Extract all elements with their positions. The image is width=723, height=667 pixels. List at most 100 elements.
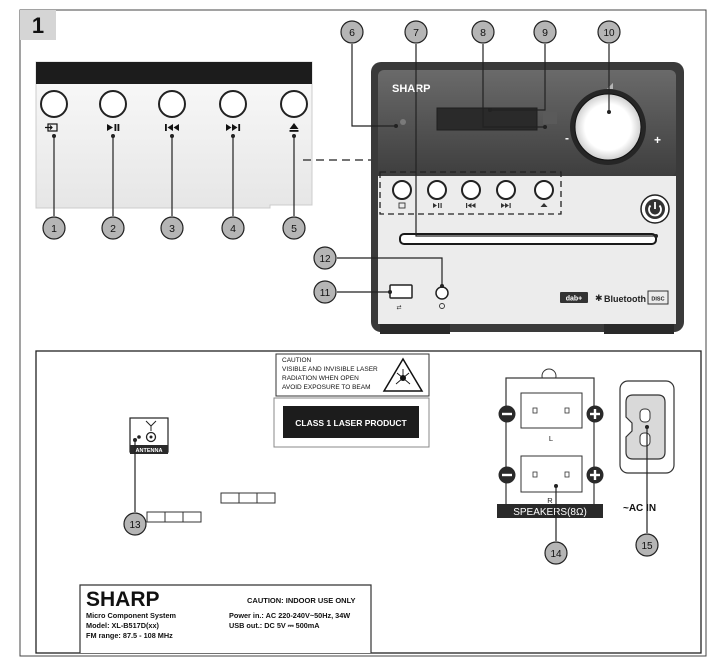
svg-text:1: 1 <box>51 223 57 235</box>
caution-line-3: RADIATION WHEN OPEN <box>282 375 359 382</box>
unit-display <box>436 107 538 131</box>
callout-10: 10 <box>597 20 621 44</box>
rating-line-3: FM range: 87.5 - 108 MHz <box>86 631 173 640</box>
front-next-button[interactable] <box>496 180 516 208</box>
svg-text:13: 13 <box>129 520 141 531</box>
svg-text:14: 14 <box>550 549 562 560</box>
headphone-icon <box>439 303 445 309</box>
inset-eject-button[interactable] <box>280 90 308 132</box>
callout-15: 15 <box>635 533 659 557</box>
caution-label: CAUTION VISIBLE AND INVISIBLE LASER RADI… <box>275 353 430 397</box>
inset-next-button[interactable] <box>219 90 247 131</box>
front-eject-button[interactable] <box>534 180 554 207</box>
antenna-label: ANTENNA <box>136 448 163 454</box>
power-icon <box>648 204 662 217</box>
caution-line-2: VISIBLE AND INVISIBLE LASER <box>282 366 378 373</box>
vent-slots-left <box>146 511 202 523</box>
speaker-left-label: L <box>549 434 553 443</box>
unit-front-panel <box>378 176 676 324</box>
usb-icon: ⇄ <box>396 304 401 311</box>
callout-1: 1 <box>42 216 66 240</box>
previous-icon <box>165 124 179 131</box>
usb-port[interactable] <box>389 284 413 299</box>
caution-line-1: CAUTION <box>282 357 312 364</box>
rating-brand: SHARP <box>86 588 160 611</box>
callout-2: 2 <box>101 216 125 240</box>
rating-line-1: Micro Component System <box>86 611 177 620</box>
button-inset <box>35 61 313 209</box>
callout-11: 11 <box>313 280 337 304</box>
next-icon <box>226 124 241 131</box>
dab-logo-box <box>560 292 588 303</box>
inset-previous-button[interactable] <box>158 90 186 131</box>
inset-input-button[interactable] <box>40 90 68 132</box>
svg-text:3: 3 <box>169 223 175 235</box>
callout-5: 5 <box>282 216 306 240</box>
rating-power: Power in.: AC 220-240V~50Hz, 34W <box>229 611 350 620</box>
figure-number-tab <box>20 10 56 40</box>
standby-led <box>400 119 406 125</box>
inset-play-pause-button[interactable] <box>99 90 127 131</box>
input-icon <box>45 123 58 132</box>
front-play-pause-button[interactable] <box>427 180 447 208</box>
dab-logo: dab+ <box>566 296 583 303</box>
svg-text:9: 9 <box>542 27 548 39</box>
figure-number: 1 <box>32 13 44 38</box>
svg-text:12: 12 <box>319 254 331 265</box>
antenna-icon <box>145 420 157 431</box>
rating-plate: SHARP CAUTION: INDOOR USE ONLY Micro Com… <box>79 584 372 653</box>
callout-3: 3 <box>160 216 184 240</box>
callout-14: 14 <box>544 541 568 565</box>
callout-9: 9 <box>533 20 557 44</box>
speakers-label: SPEAKERS(8Ω) <box>513 507 587 518</box>
eject-icon <box>289 123 299 132</box>
leader-7 <box>415 44 656 237</box>
bluetooth-logo: Bluetooth <box>604 294 646 304</box>
bluetooth-icon: ✱ <box>595 293 603 303</box>
leader-12 <box>337 257 443 286</box>
front-previous-button[interactable] <box>461 180 481 208</box>
rating-caution: CAUTION: INDOOR USE ONLY <box>247 596 355 605</box>
volume-minus-label: - <box>565 131 569 145</box>
callout-6: 6 <box>340 20 364 44</box>
leader-9 <box>490 44 546 111</box>
callout-7: 7 <box>404 20 428 44</box>
vent-slots-right <box>220 492 276 504</box>
cd-logo: DISC <box>651 297 664 303</box>
svg-text:8: 8 <box>480 27 486 39</box>
speaker-l-minus-terminal[interactable] <box>498 405 516 423</box>
leader-8 <box>482 44 545 128</box>
rating-usb: USB out.: DC 5V ⎓ 500mA <box>229 621 320 630</box>
svg-text:11: 11 <box>320 288 331 299</box>
rating-line-2: Model: XL-B517D(xx) <box>86 621 160 630</box>
svg-text:15: 15 <box>641 541 653 552</box>
speaker-r-plus-terminal[interactable] <box>586 466 604 484</box>
inset-top-bar <box>36 62 312 84</box>
speaker-l-plus-terminal[interactable] <box>586 405 604 423</box>
power-button[interactable] <box>640 194 670 224</box>
front-input-button[interactable] <box>392 180 412 209</box>
unit-foot-right <box>604 324 674 334</box>
callout-4: 4 <box>221 216 245 240</box>
play-pause-icon <box>107 124 120 131</box>
leader-lines <box>53 44 656 541</box>
speaker-r-minus-terminal[interactable] <box>498 466 516 484</box>
speaker-terminals: L R SPEAKERS(8Ω) <box>497 368 604 518</box>
volume-knob[interactable] <box>574 93 642 161</box>
unit-ir-sensor <box>543 112 557 124</box>
headphone-jack[interactable] <box>435 286 449 300</box>
antenna-connector: ANTENNA <box>129 417 169 454</box>
unit-brand: SHARP <box>392 83 431 95</box>
leader-6 <box>351 44 396 127</box>
volume-plus-label: + <box>654 133 661 147</box>
laser-warning-icon <box>382 357 424 392</box>
svg-text:4: 4 <box>230 223 236 235</box>
callout-8: 8 <box>471 20 495 44</box>
callout-13: 13 <box>123 512 147 536</box>
volume-scale-icon: ◢ <box>607 81 614 90</box>
ac-in-label: ~AC IN <box>623 503 656 514</box>
svg-text:10: 10 <box>603 28 615 39</box>
figure-frame <box>19 9 707 657</box>
